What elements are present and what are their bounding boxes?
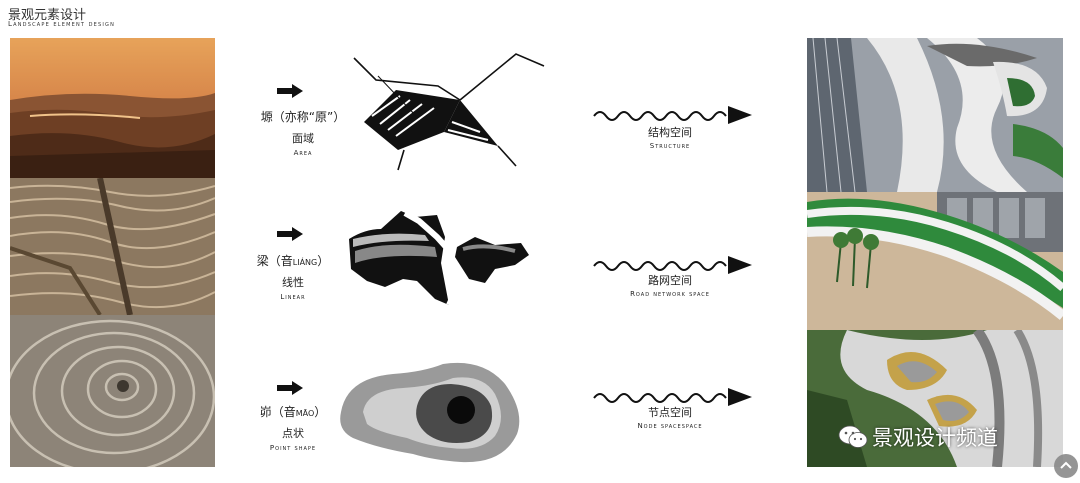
row-label-area: 塬（亦称“原”） 面域 Area <box>250 108 356 157</box>
plaza-structure-photo <box>807 38 1063 192</box>
wave-label-structure: 结构空间 Structure <box>600 124 740 150</box>
label-liang-close: ） <box>317 254 330 268</box>
arrow-icon <box>277 84 303 98</box>
label-mao: 峁（音 <box>259 405 296 419</box>
label-yuan: 塬（亦称“原”） <box>260 110 346 124</box>
target-zh: 结构空间 <box>648 126 692 139</box>
sublabel-en: Linear <box>280 293 306 301</box>
loess-hill-aerial-photo <box>10 315 215 467</box>
sublabel-zh: 线性 <box>282 276 304 289</box>
label-mao-pinyin: MĀO <box>295 409 315 418</box>
sublabel-en: Area <box>293 149 313 157</box>
plateau-area-diagram <box>353 53 545 171</box>
label-liang-pinyin: LIÁNG <box>292 258 318 267</box>
page-title: 景观元素设计 <box>8 8 87 23</box>
ridge-linear-diagram <box>349 210 529 305</box>
wavy-arrow-icon <box>593 256 752 274</box>
mound-point-diagram <box>340 362 520 463</box>
terraced-ridge-photo <box>10 178 215 315</box>
wave-label-road-network: 路网空间 Road network space <box>600 272 740 298</box>
row-label-point: 峁（音MĀO） 点状 Point shape <box>250 403 336 452</box>
target-en: Structure <box>649 142 691 150</box>
watermark-text: 景观设计频道 <box>872 426 998 450</box>
target-zh: 节点空间 <box>648 406 692 419</box>
target-en: Node spacespace <box>637 422 703 430</box>
sublabel-zh: 点状 <box>282 427 304 440</box>
row-label-linear: 梁（音LIÁNG） 线性 Linear <box>250 252 336 301</box>
plaza-node-space-photo <box>807 330 1063 467</box>
arrow-icon <box>277 227 303 241</box>
wavy-arrow-icon <box>593 388 752 406</box>
arrow-icon <box>277 381 303 395</box>
target-zh: 路网空间 <box>648 274 692 287</box>
label-liang: 梁（音 <box>256 254 293 268</box>
sublabel-en: Point shape <box>269 444 317 452</box>
target-en: Road network space <box>630 290 710 298</box>
chevron-up-icon <box>1060 461 1072 469</box>
plaza-road-network-photo <box>807 192 1063 330</box>
scroll-to-top-button[interactable] <box>1054 454 1078 478</box>
loess-plateau-sunset-photo <box>10 38 215 178</box>
page-subtitle: Landscape element design <box>8 20 116 28</box>
label-mao-close: ） <box>314 405 327 419</box>
wechat-icon <box>838 425 868 448</box>
wave-label-node: 节点空间 Node spacespace <box>600 404 740 430</box>
sublabel-zh: 面域 <box>292 132 314 145</box>
wavy-arrow-icon <box>593 106 752 124</box>
